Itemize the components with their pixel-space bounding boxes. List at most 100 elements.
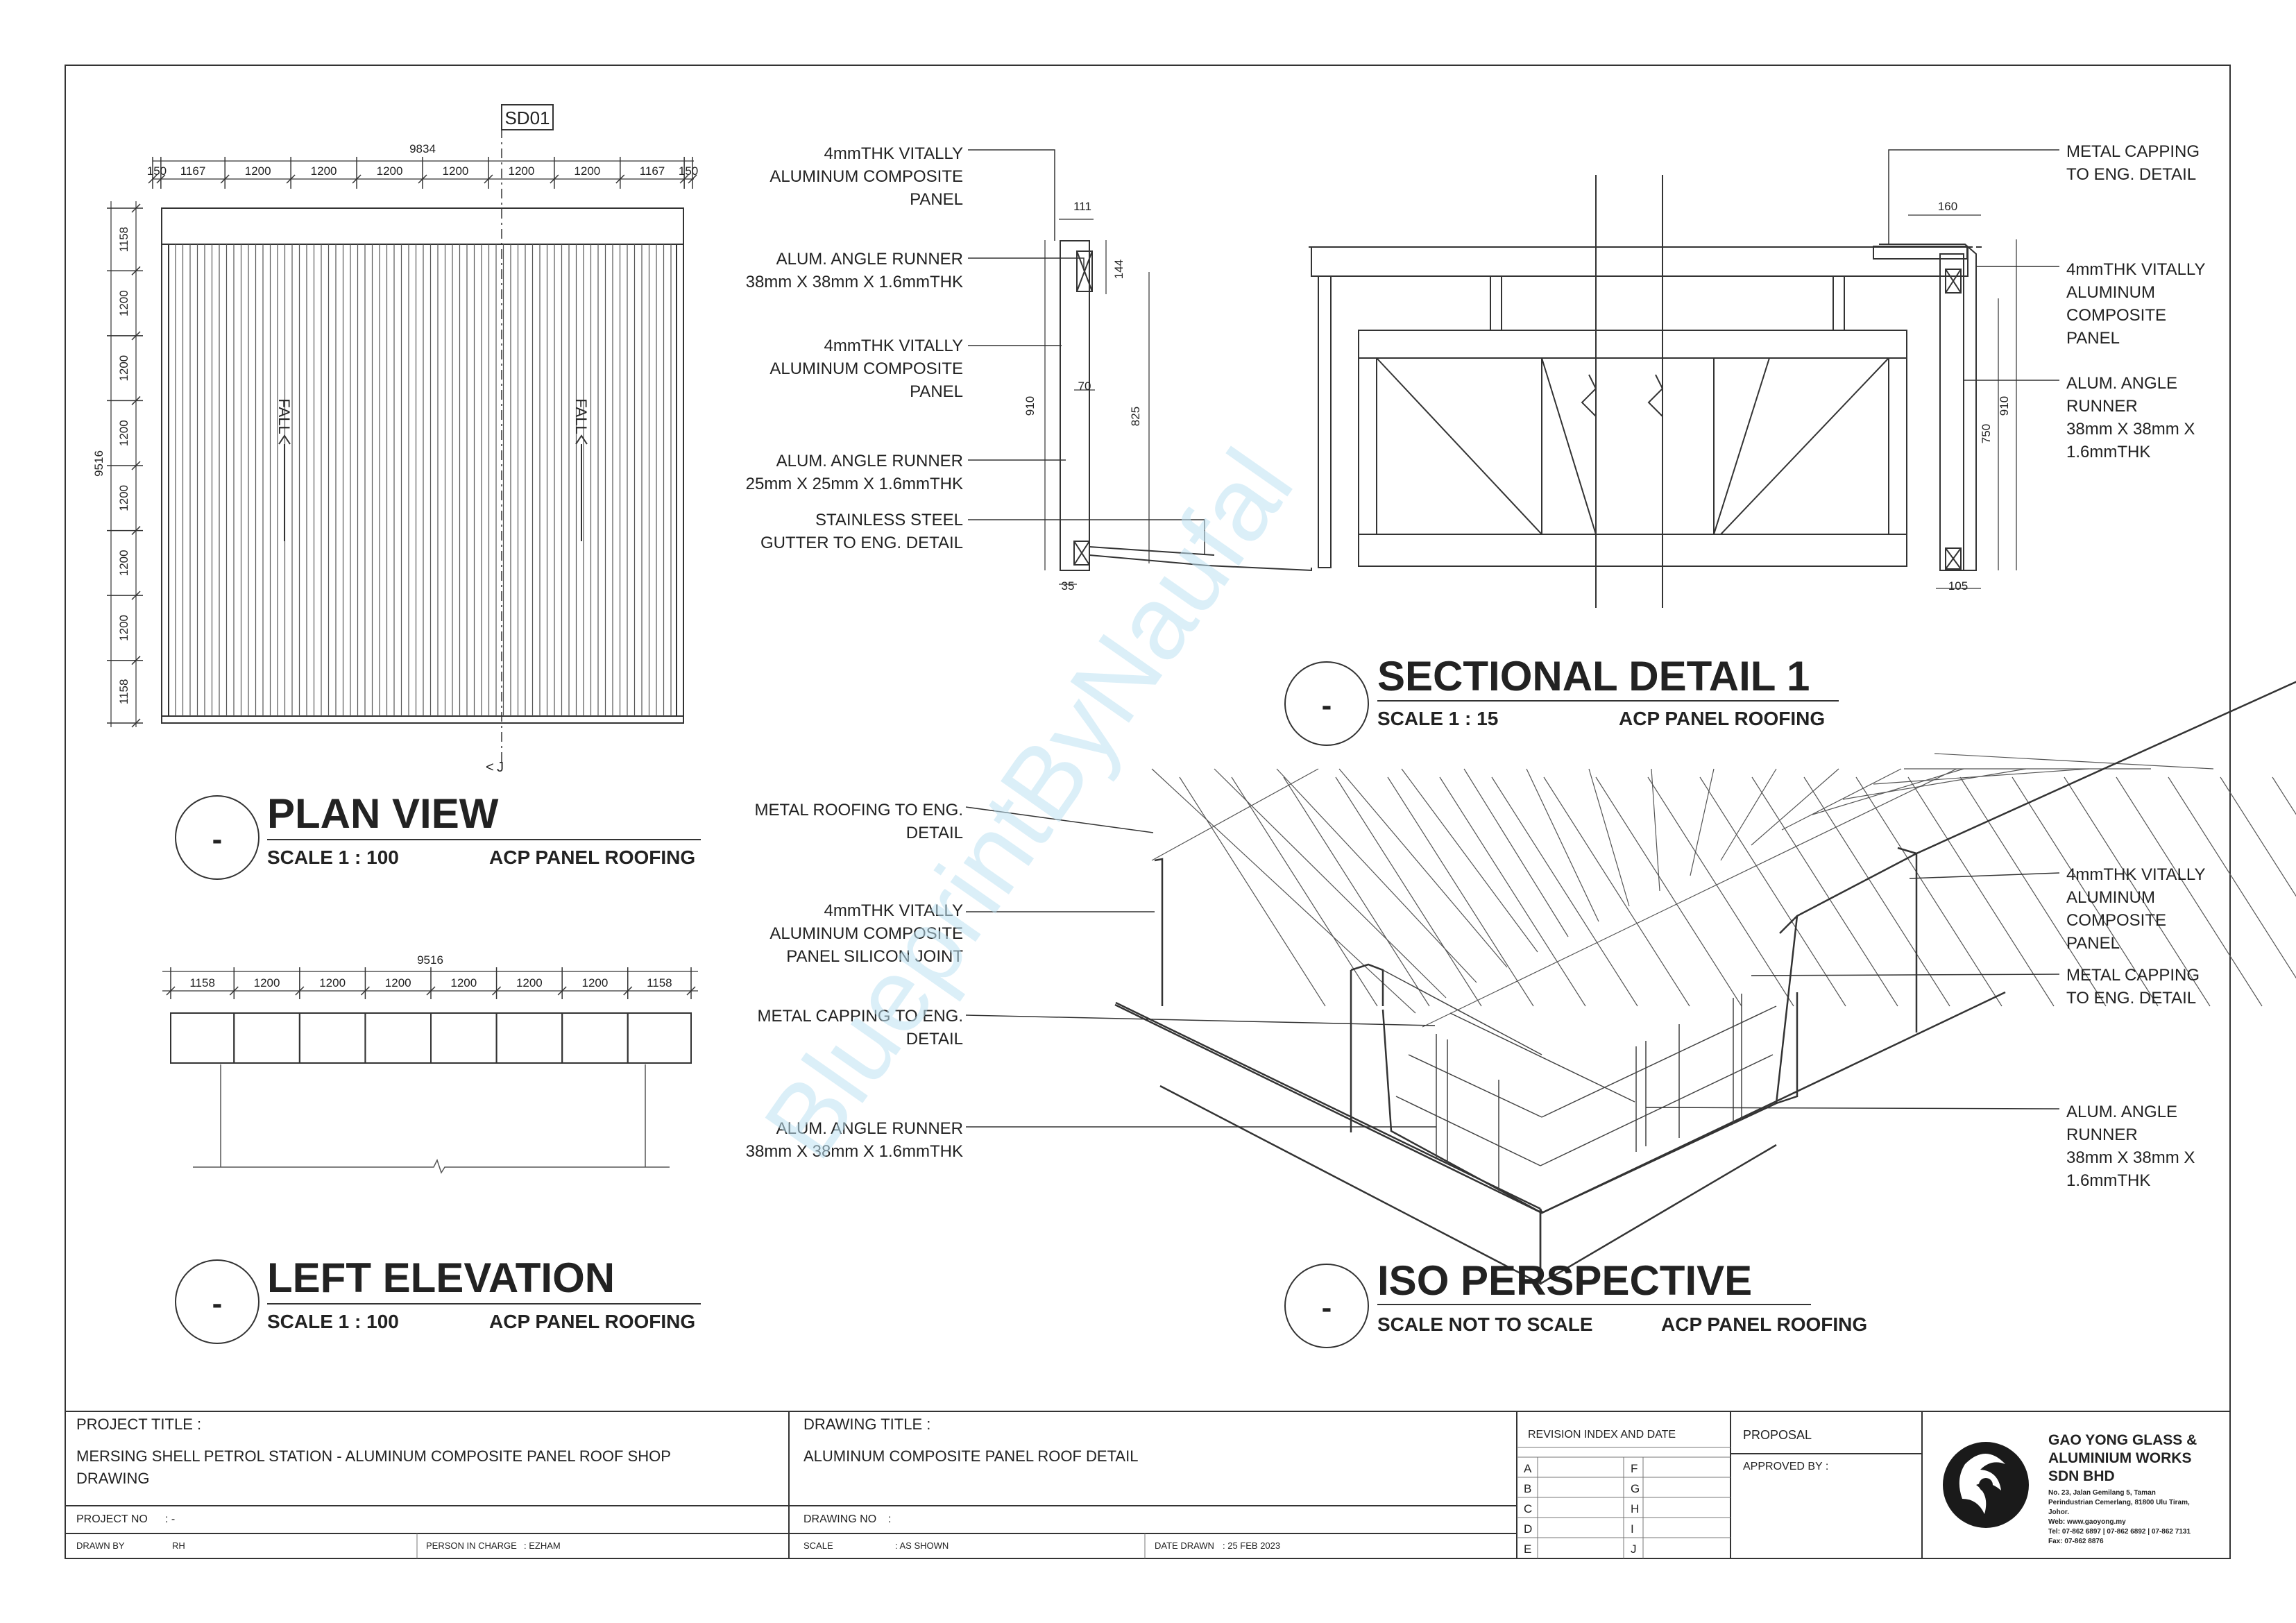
plan-side-dim: 1200 [117,485,130,511]
svg-text:-: - [1322,688,1332,722]
callout-note: GUTTER TO ENG. DETAIL [760,534,963,552]
callout-note: METAL CAPPING [2066,966,2200,985]
elevation-panel [170,1012,235,1064]
revision-letter: B [1524,1482,1531,1495]
svg-text:SCALE 1 : 100: SCALE 1 : 100 [267,847,399,868]
elevation-panel [430,1012,498,1064]
svg-text:REVISION INDEX AND DATE: REVISION INDEX AND DATE [1528,1429,1676,1441]
callout-note: 38mm X 38mm X [2066,420,2195,439]
plan-top-dim: 1200 [377,164,403,178]
elevation-dim: 1200 [582,976,609,989]
company-name: GAO YONG GLASS & [2048,1432,2197,1448]
svg-text:144: 144 [1112,260,1125,279]
callout-note: COMPOSITE [2066,306,2166,325]
svg-text:<: < [486,760,494,775]
elevation-panel [561,1012,629,1064]
svg-text:160: 160 [1938,200,1957,213]
svg-text:DATE DRAWN: DATE DRAWN [1155,1540,1214,1551]
callout-note: 25mm X 25mm X 1.6mmTHK [746,475,963,493]
svg-text:-: - [1322,1291,1332,1325]
svg-text:J: J [497,760,504,775]
svg-text:ACP PANEL ROOFING: ACP PANEL ROOFING [1619,708,1825,729]
svg-text:PROJECT TITLE :: PROJECT TITLE : [76,1416,201,1433]
svg-text:ACP PANEL ROOFING: ACP PANEL ROOFING [1661,1314,1867,1335]
elevation-dim: 1158 [647,976,672,989]
svg-text:-: - [212,1286,223,1320]
svg-text:SCALE 1 : 15: SCALE 1 : 15 [1377,708,1498,729]
plan-top-dim: 1167 [180,164,206,178]
svg-text:: EZHAM: : EZHAM [524,1540,561,1551]
elevation-dim: 1200 [385,976,411,989]
iso-perspective-title: - ISO PERSPECTIVE SCALE NOT TO SCALE ACP… [1284,1257,1867,1348]
callout-note: ALUM. ANGLE [2066,1103,2177,1121]
elevation-dim: 1200 [319,976,346,989]
callout-note: RUNNER [2066,1125,2138,1144]
svg-text:SCALE NOT TO SCALE: SCALE NOT TO SCALE [1377,1314,1593,1335]
svg-text:: AS SHOWN: : AS SHOWN [895,1540,949,1551]
overall-width-dim: 9834 [409,142,436,155]
plan-top-dim: 1200 [245,164,271,178]
callout-note: ALUMINUM [2066,283,2155,302]
company-address: Johor. [2048,1509,2069,1516]
company-name: SDN BHD [2048,1468,2115,1484]
svg-text:825: 825 [1129,407,1142,426]
company-logo [1943,1442,2029,1528]
svg-text:DRAWING TITLE :: DRAWING TITLE : [803,1416,930,1433]
svg-text:APPROVED BY :: APPROVED BY : [1743,1461,1828,1472]
svg-text:MERSING SHELL PETROL STATION -: MERSING SHELL PETROL STATION - ALUMINUM … [76,1447,671,1465]
elevation-panel [298,1012,366,1064]
plan-top-dim: 1167 [640,164,665,178]
callout-note: 38mm X 38mm X 1.6mmTHK [746,1142,963,1161]
revision-letter: E [1524,1543,1531,1556]
svg-text:PROJECT NO: PROJECT NO [76,1513,148,1525]
callout-note: PANEL [2066,934,2120,953]
company-address: Tel: 07-862 6897 | 07-862 6892 | 07-862 … [2048,1528,2191,1536]
company-address: No. 23, Jalan Gemilang 5, Taman [2048,1489,2156,1497]
plan-side-dim: 1200 [117,290,130,316]
svg-text:ACP PANEL ROOFING: ACP PANEL ROOFING [489,1311,695,1332]
svg-text:: -: : - [165,1513,175,1525]
plan-view-heading: PLAN VIEW [267,790,499,837]
callout-note: METAL ROOFING TO ENG. [755,801,963,819]
svg-text:DRAWING: DRAWING [76,1470,150,1487]
svg-text:70: 70 [1078,380,1091,393]
svg-text:DRAWING NO: DRAWING NO [803,1513,876,1525]
plan-side-dim: 1200 [117,550,130,576]
left-elevation-title: - LEFT ELEVATION SCALE 1 : 100 ACP PANEL… [175,1255,701,1344]
sheet-border [65,65,2231,1559]
callout-note: PANEL [2066,329,2120,348]
left-elevation-heading: LEFT ELEVATION [267,1255,615,1301]
callout-note: ALUM. ANGLE RUNNER [776,1119,963,1138]
svg-text:PERSON IN CHARGE: PERSON IN CHARGE [426,1540,517,1551]
svg-text:750: 750 [1980,424,1993,443]
callout-note: 1.6mmTHK [2066,443,2150,461]
callout-note: TO ENG. DETAIL [2066,989,2196,1008]
company-address: Perindustrian Cemerlang, 81800 Ulu Tiram… [2048,1499,2190,1506]
callout-note: PANEL [910,382,963,401]
svg-text:-: - [212,822,223,856]
callout-note: DETAIL [906,1030,963,1048]
callout-note: METAL CAPPING [2066,142,2200,161]
elevation-dim: 1200 [254,976,280,989]
svg-text::: : [888,1513,891,1525]
fall-label-right: FALL [572,398,590,434]
plan-side-dim: 1200 [117,355,130,382]
callout-note: ALUM. ANGLE [2066,374,2177,393]
callout-note: ALUMINUM COMPOSITE [769,167,963,186]
plan-side-dim: 1158 [117,679,130,705]
callout-note: COMPOSITE [2066,911,2166,930]
callout-note: TO ENG. DETAIL [2066,165,2196,184]
svg-text:ALUMINUM COMPOSITE PANEL ROOF: ALUMINUM COMPOSITE PANEL ROOF DETAIL [803,1447,1138,1465]
section-tag: SD01 [504,108,550,128]
svg-text:: 25 FEB 2023: : 25 FEB 2023 [1223,1540,1280,1551]
plan-top-dim: 1200 [443,164,469,178]
svg-text:35: 35 [1062,579,1075,593]
revision-letter: A [1524,1462,1532,1475]
revision-letter: C [1524,1502,1532,1515]
svg-text:105: 105 [1948,579,1968,593]
title-block: PROJECT TITLE : MERSING SHELL PETROL STA… [65,1411,2230,1558]
revision-letter: D [1524,1522,1532,1536]
